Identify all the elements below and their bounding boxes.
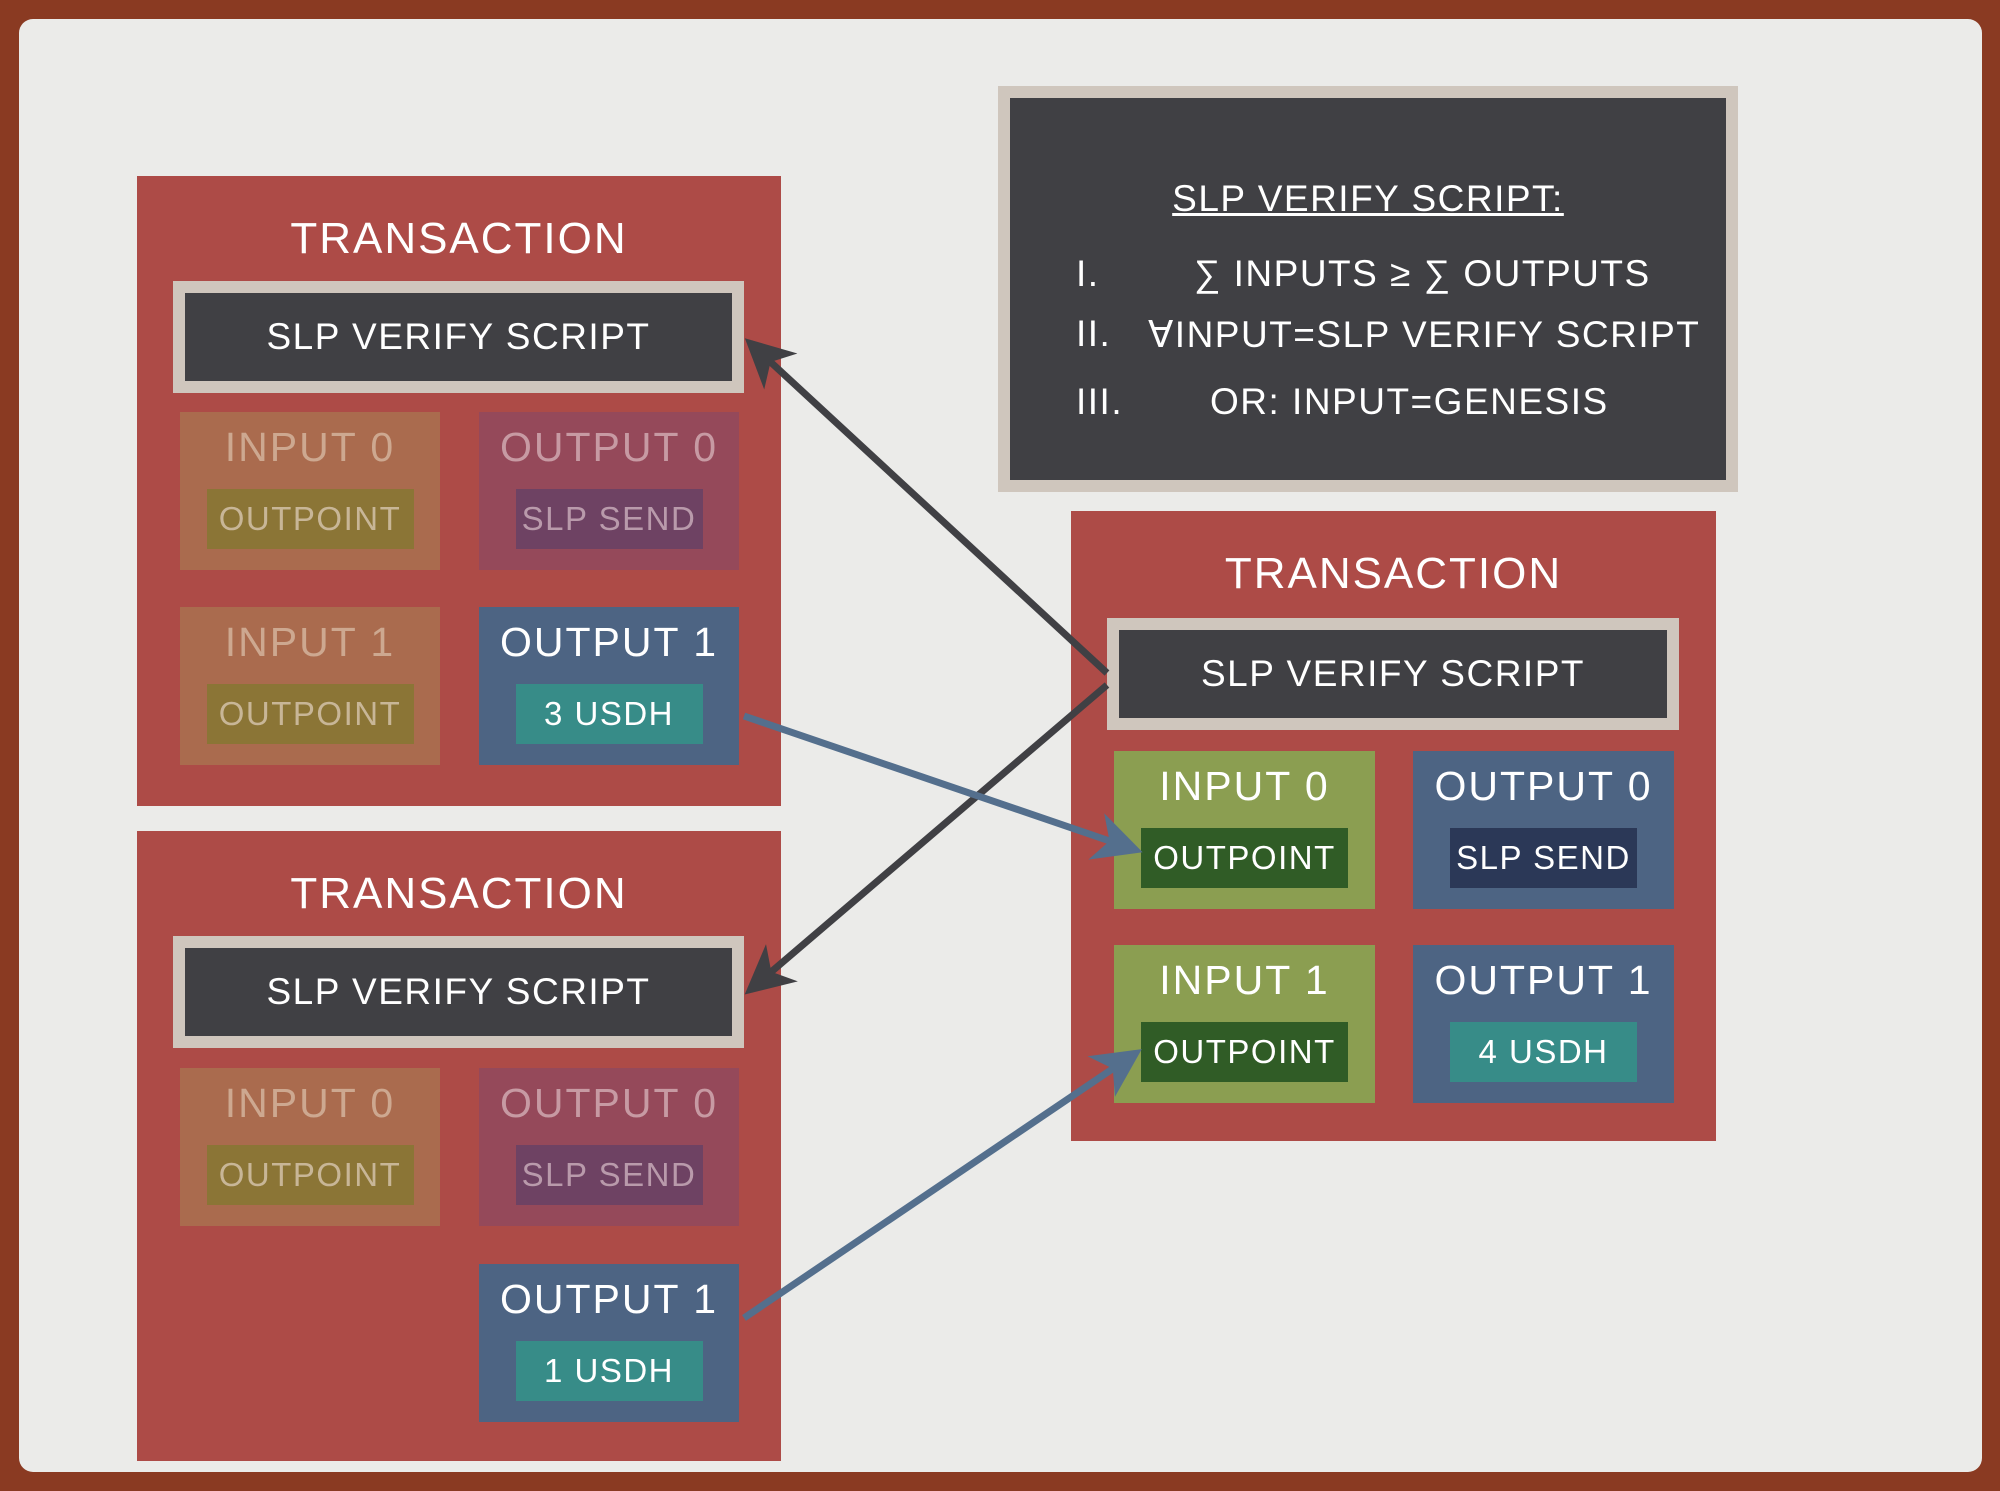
arrow-script-to-bottom-left [744, 682, 1110, 995]
input-0: INPUT 0 OUTPOINT [180, 1068, 440, 1226]
amount-tag: 1 USDH [515, 1341, 703, 1401]
amount-tag: 4 USDH [1450, 1022, 1637, 1082]
slp-send-tag: SLP SEND [1450, 828, 1637, 888]
rules-box: SLP VERIFY SCRIPT: I. ∑ INPUTS ≥ ∑ OUTPU… [998, 86, 1738, 492]
rule-number-3: III. [1076, 381, 1124, 422]
slp-verify-script: SLP VERIFY SCRIPT [173, 936, 744, 1048]
slp-verify-script: SLP VERIFY SCRIPT [173, 281, 744, 393]
transaction-title: TRANSACTION [290, 214, 628, 263]
rule-text-1: ∑ INPUTS ≥ ∑ OUTPUTS [1194, 253, 1651, 294]
transaction-title: TRANSACTION [1224, 549, 1563, 598]
output-1: OUTPUT 1 4 USDH [1413, 945, 1674, 1103]
output-0: OUTPUT 0 SLP SEND [479, 1068, 739, 1226]
transaction-top-left: TRANSACTION SLP VERIFY SCRIPT INPUT 0 OU… [137, 176, 781, 806]
outpoint-tag: OUTPOINT [206, 489, 414, 549]
outpoint-tag: OUTPOINT [206, 684, 414, 744]
output-label: OUTPUT 1 [500, 1276, 718, 1322]
rule-number-2: II. [1076, 313, 1112, 354]
slp-verify-script: SLP VERIFY SCRIPT [1107, 618, 1679, 730]
transaction-right: TRANSACTION SLP VERIFY SCRIPT INPUT 0 OU… [1071, 511, 1716, 1141]
slp-send-tag: SLP SEND [515, 1145, 703, 1205]
rules-title: SLP VERIFY SCRIPT: [1172, 178, 1564, 219]
output-label: OUTPUT 0 [1434, 763, 1653, 809]
arrow-output-to-input-1 [742, 1049, 1142, 1321]
arrow-output-to-input-0 [742, 712, 1143, 860]
input-0: INPUT 0 OUTPOINT [1114, 751, 1375, 909]
input-label: INPUT 1 [1159, 957, 1330, 1003]
outpoint-tag: OUTPOINT [206, 1145, 414, 1205]
outpoint-tag: OUTPOINT [1141, 1022, 1348, 1082]
input-1: INPUT 1 OUTPOINT [1114, 945, 1375, 1103]
input-1: INPUT 1 OUTPOINT [180, 607, 440, 765]
output-0: OUTPUT 0 SLP SEND [479, 412, 739, 570]
rule-number-1: I. [1076, 253, 1100, 294]
input-0: INPUT 0 OUTPOINT [180, 412, 440, 570]
outpoint-tag: OUTPOINT [1141, 828, 1348, 888]
output-1: OUTPUT 1 3 USDH [479, 607, 739, 765]
output-label: OUTPUT 1 [1434, 957, 1653, 1003]
arrow-script-to-top-left [744, 338, 1110, 676]
input-label: INPUT 0 [224, 424, 396, 470]
input-label: INPUT 0 [1159, 763, 1330, 809]
transaction-bottom-left: TRANSACTION SLP VERIFY SCRIPT INPUT 0 OU… [137, 831, 781, 1461]
transaction-title: TRANSACTION [290, 869, 628, 918]
input-label: INPUT 0 [224, 1080, 396, 1126]
output-label: OUTPUT 0 [500, 424, 718, 470]
output-label: OUTPUT 1 [500, 619, 718, 665]
input-label: INPUT 1 [224, 619, 396, 665]
rule-text-2: ∀INPUT=SLP VERIFY SCRIPT [1148, 314, 1701, 355]
output-0: OUTPUT 0 SLP SEND [1413, 751, 1674, 909]
amount-tag: 3 USDH [515, 684, 703, 744]
output-1: OUTPUT 1 1 USDH [479, 1264, 739, 1422]
slp-send-tag: SLP SEND [515, 489, 703, 549]
output-label: OUTPUT 0 [500, 1080, 718, 1126]
rule-text-3: OR: INPUT=GENESIS [1210, 381, 1609, 422]
